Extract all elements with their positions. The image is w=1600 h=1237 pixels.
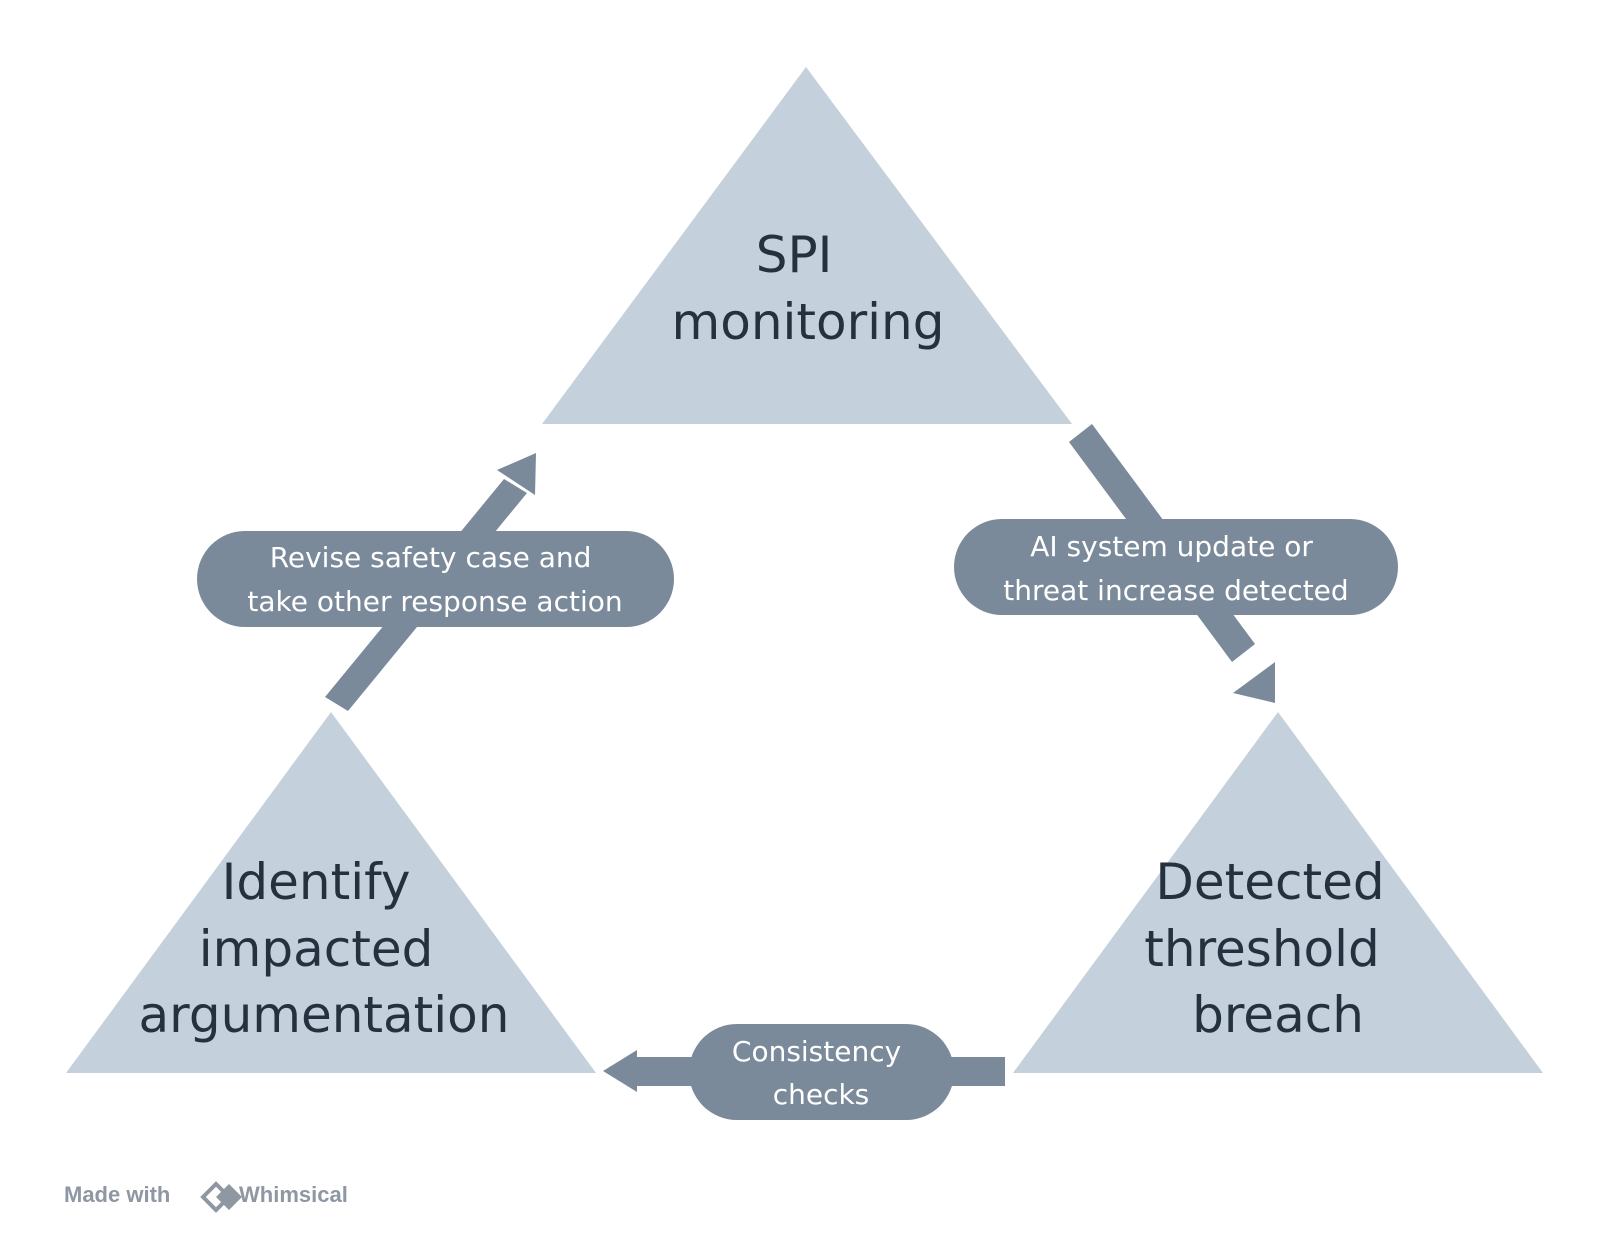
node-label-line: monitoring bbox=[672, 293, 945, 351]
edge-label-pill-update bbox=[954, 519, 1398, 615]
node-detected-breach-shape bbox=[1013, 712, 1543, 1073]
arrow-head bbox=[603, 1050, 637, 1092]
whimsical-logo-icon bbox=[200, 1181, 242, 1213]
arrow-head bbox=[1233, 662, 1275, 703]
node-label-line: SPI bbox=[756, 226, 833, 284]
edge-label-update-text: AI system update or threat increase dete… bbox=[1003, 530, 1348, 607]
edge-label-line: threat increase detected bbox=[1003, 574, 1348, 607]
footer-brand-text: Whimsical bbox=[239, 1182, 348, 1207]
edge-label-revise-text: Revise safety case and take other respon… bbox=[247, 541, 622, 618]
node-detected-breach-label: Detected threshold breach bbox=[1144, 853, 1400, 1044]
node-identify-impacted-label: Identify impacted argumentation bbox=[139, 853, 510, 1044]
footer-made-with-text: Made with bbox=[64, 1182, 170, 1207]
edge-label-line: checks bbox=[773, 1078, 870, 1111]
node-label-line: Detected bbox=[1155, 853, 1384, 911]
node-label-line: argumentation bbox=[139, 986, 510, 1044]
node-label-line: Identify bbox=[222, 853, 411, 911]
node-label-line: breach bbox=[1192, 986, 1364, 1044]
node-label-line: threshold bbox=[1144, 920, 1379, 978]
node-spi-monitoring-shape bbox=[542, 67, 1072, 424]
edge-label-line: Consistency bbox=[732, 1035, 901, 1068]
edge-label-line: AI system update or bbox=[1030, 530, 1313, 563]
arrow-head bbox=[497, 453, 536, 495]
node-spi-monitoring-label: SPI monitoring bbox=[672, 226, 945, 351]
edge-label-consistency-text: Consistency checks bbox=[732, 1035, 910, 1111]
node-identify-impacted-shape bbox=[66, 712, 596, 1073]
node-label-line: impacted bbox=[199, 920, 434, 978]
edge-label-pill-consistency bbox=[689, 1024, 954, 1120]
edge-label-line: Revise safety case and bbox=[270, 541, 592, 574]
edge-label-line: take other response action bbox=[247, 585, 622, 618]
made-with-footer: Made with Whimsical bbox=[64, 1181, 348, 1213]
edge-label-pill-revise bbox=[197, 531, 674, 627]
